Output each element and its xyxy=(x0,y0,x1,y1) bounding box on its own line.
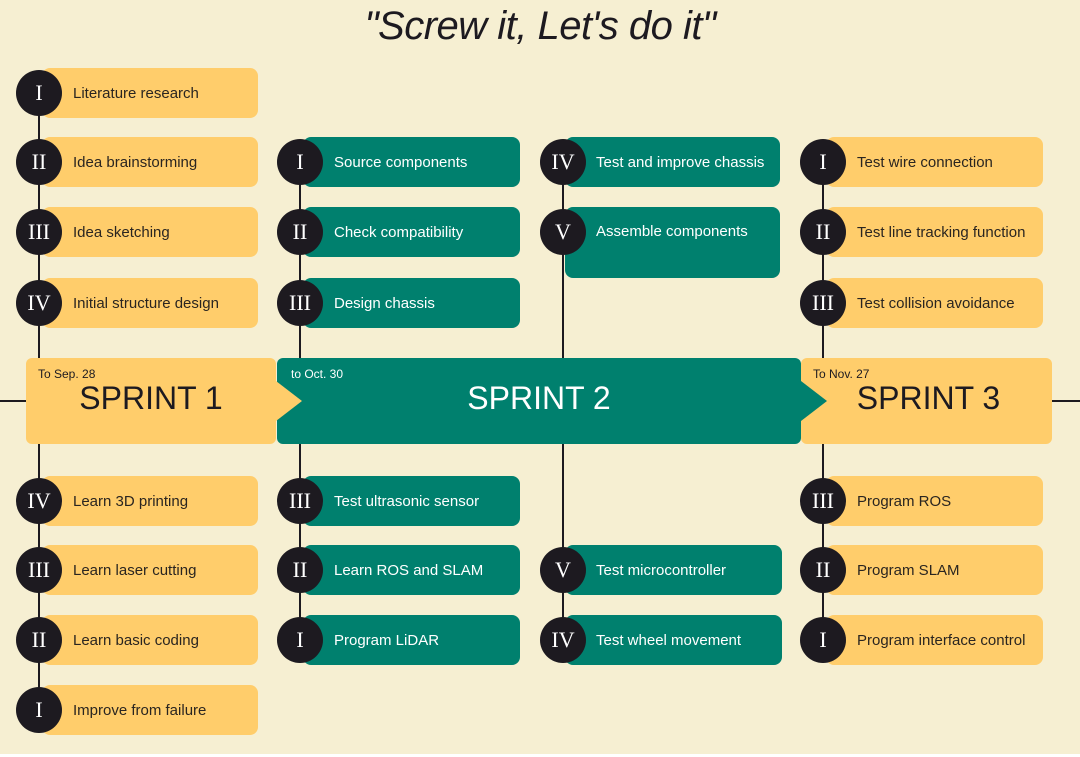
task-card: Assemble components xyxy=(565,207,780,278)
task-label: Source components xyxy=(334,153,468,171)
step-number-badge: II xyxy=(800,547,846,593)
task-card: Test wire connection xyxy=(826,137,1043,187)
page-title: "Screw it, Let's do it" xyxy=(364,4,716,48)
step-number-badge: II xyxy=(277,209,323,255)
timeline-axis-left xyxy=(0,400,30,402)
step-number-badge: II xyxy=(16,139,62,185)
step-number-badge: I xyxy=(16,687,62,733)
sprint-2-arrow-tip xyxy=(801,381,827,421)
step-number-badge: III xyxy=(277,280,323,326)
step-number-badge: I xyxy=(277,617,323,663)
step-number-badge: III xyxy=(800,280,846,326)
task-label: Program LiDAR xyxy=(334,631,440,649)
task-label: Test and improve chassis xyxy=(596,153,765,171)
task-card: Learn basic coding xyxy=(42,615,258,665)
step-number-badge: IV xyxy=(16,478,62,524)
task-card: Test wheel movement xyxy=(565,615,782,665)
task-label: Test wire connection xyxy=(857,153,993,171)
step-number-badge: I xyxy=(800,617,846,663)
task-label: Learn basic coding xyxy=(73,631,199,649)
step-number-badge: I xyxy=(800,139,846,185)
task-card: Initial structure design xyxy=(42,278,258,328)
step-number-badge: IV xyxy=(540,139,586,185)
sprint-date: to Oct. 30 xyxy=(291,367,344,381)
task-label: Learn 3D printing xyxy=(73,492,189,510)
task-card: Program ROS xyxy=(826,476,1043,526)
task-card: Idea brainstorming xyxy=(42,137,258,187)
task-card: Test microcontroller xyxy=(565,545,782,595)
task-card: Check compatibility xyxy=(303,207,520,257)
step-number-badge: II xyxy=(800,209,846,255)
step-number-badge: III xyxy=(277,478,323,524)
task-card: Design chassis xyxy=(303,278,520,328)
sprint-label: SPRINT 2 xyxy=(467,380,611,416)
timeline-axis-right xyxy=(1050,400,1080,402)
sprint-date: To Nov. 27 xyxy=(813,367,870,381)
task-label: Check compatibility xyxy=(334,223,464,241)
task-card: Test and improve chassis xyxy=(565,137,780,187)
task-label: Test line tracking function xyxy=(857,223,1026,241)
task-card: Test line tracking function xyxy=(826,207,1043,257)
task-label: Literature research xyxy=(73,84,199,102)
task-card: Literature research xyxy=(42,68,258,118)
task-card: Test collision avoidance xyxy=(826,278,1043,328)
task-label: Program interface control xyxy=(857,631,1026,649)
task-card: Program LiDAR xyxy=(303,615,520,665)
step-number-badge: V xyxy=(540,547,586,593)
task-label: Idea sketching xyxy=(73,223,170,241)
task-label: Initial structure design xyxy=(73,294,219,312)
task-card: Idea sketching xyxy=(42,207,258,257)
task-label: Assemble components xyxy=(596,223,748,240)
task-label: Design chassis xyxy=(334,294,435,312)
step-number-badge: III xyxy=(16,209,62,255)
step-number-badge: I xyxy=(16,70,62,116)
task-card: Learn ROS and SLAM xyxy=(303,545,520,595)
task-card: Learn 3D printing xyxy=(42,476,258,526)
task-label: Program SLAM xyxy=(857,561,960,579)
task-label: Learn laser cutting xyxy=(73,561,197,579)
task-label: Program ROS xyxy=(857,492,952,510)
step-number-badge: II xyxy=(16,617,62,663)
task-card: Improve from failure xyxy=(42,685,258,735)
sprint-1-arrow-tip xyxy=(276,381,302,421)
step-number-badge: IV xyxy=(540,617,586,663)
task-label: Test wheel movement xyxy=(596,631,742,649)
sprint-label: SPRINT 3 xyxy=(856,380,1001,416)
task-label: Improve from failure xyxy=(73,701,207,719)
task-card: Learn laser cutting xyxy=(42,545,258,595)
task-card: Source components xyxy=(303,137,520,187)
task-label: Test collision avoidance xyxy=(857,294,1015,312)
sprint-2-banner: to Oct. 30 SPRINT 2 xyxy=(277,358,801,444)
step-number-badge: III xyxy=(16,547,62,593)
step-number-badge: III xyxy=(800,478,846,524)
bottom-band xyxy=(0,754,1080,757)
sprint-3-banner: To Nov. 27 SPRINT 3 xyxy=(801,358,1052,444)
sprint-date: To Sep. 28 xyxy=(38,367,96,381)
task-card: Test ultrasonic sensor xyxy=(303,476,520,526)
task-label: Test microcontroller xyxy=(596,561,727,579)
task-label: Learn ROS and SLAM xyxy=(334,561,484,579)
step-number-badge: II xyxy=(277,547,323,593)
sprint-label: SPRINT 1 xyxy=(79,380,223,416)
task-card: Program SLAM xyxy=(826,545,1043,595)
task-label: Test ultrasonic sensor xyxy=(334,492,480,510)
task-label: Idea brainstorming xyxy=(73,153,198,171)
task-card: Program interface control xyxy=(826,615,1043,665)
step-number-badge: IV xyxy=(16,280,62,326)
step-number-badge: V xyxy=(540,209,586,255)
step-number-badge: I xyxy=(277,139,323,185)
sprint-1-banner: To Sep. 28 SPRINT 1 xyxy=(26,358,276,444)
